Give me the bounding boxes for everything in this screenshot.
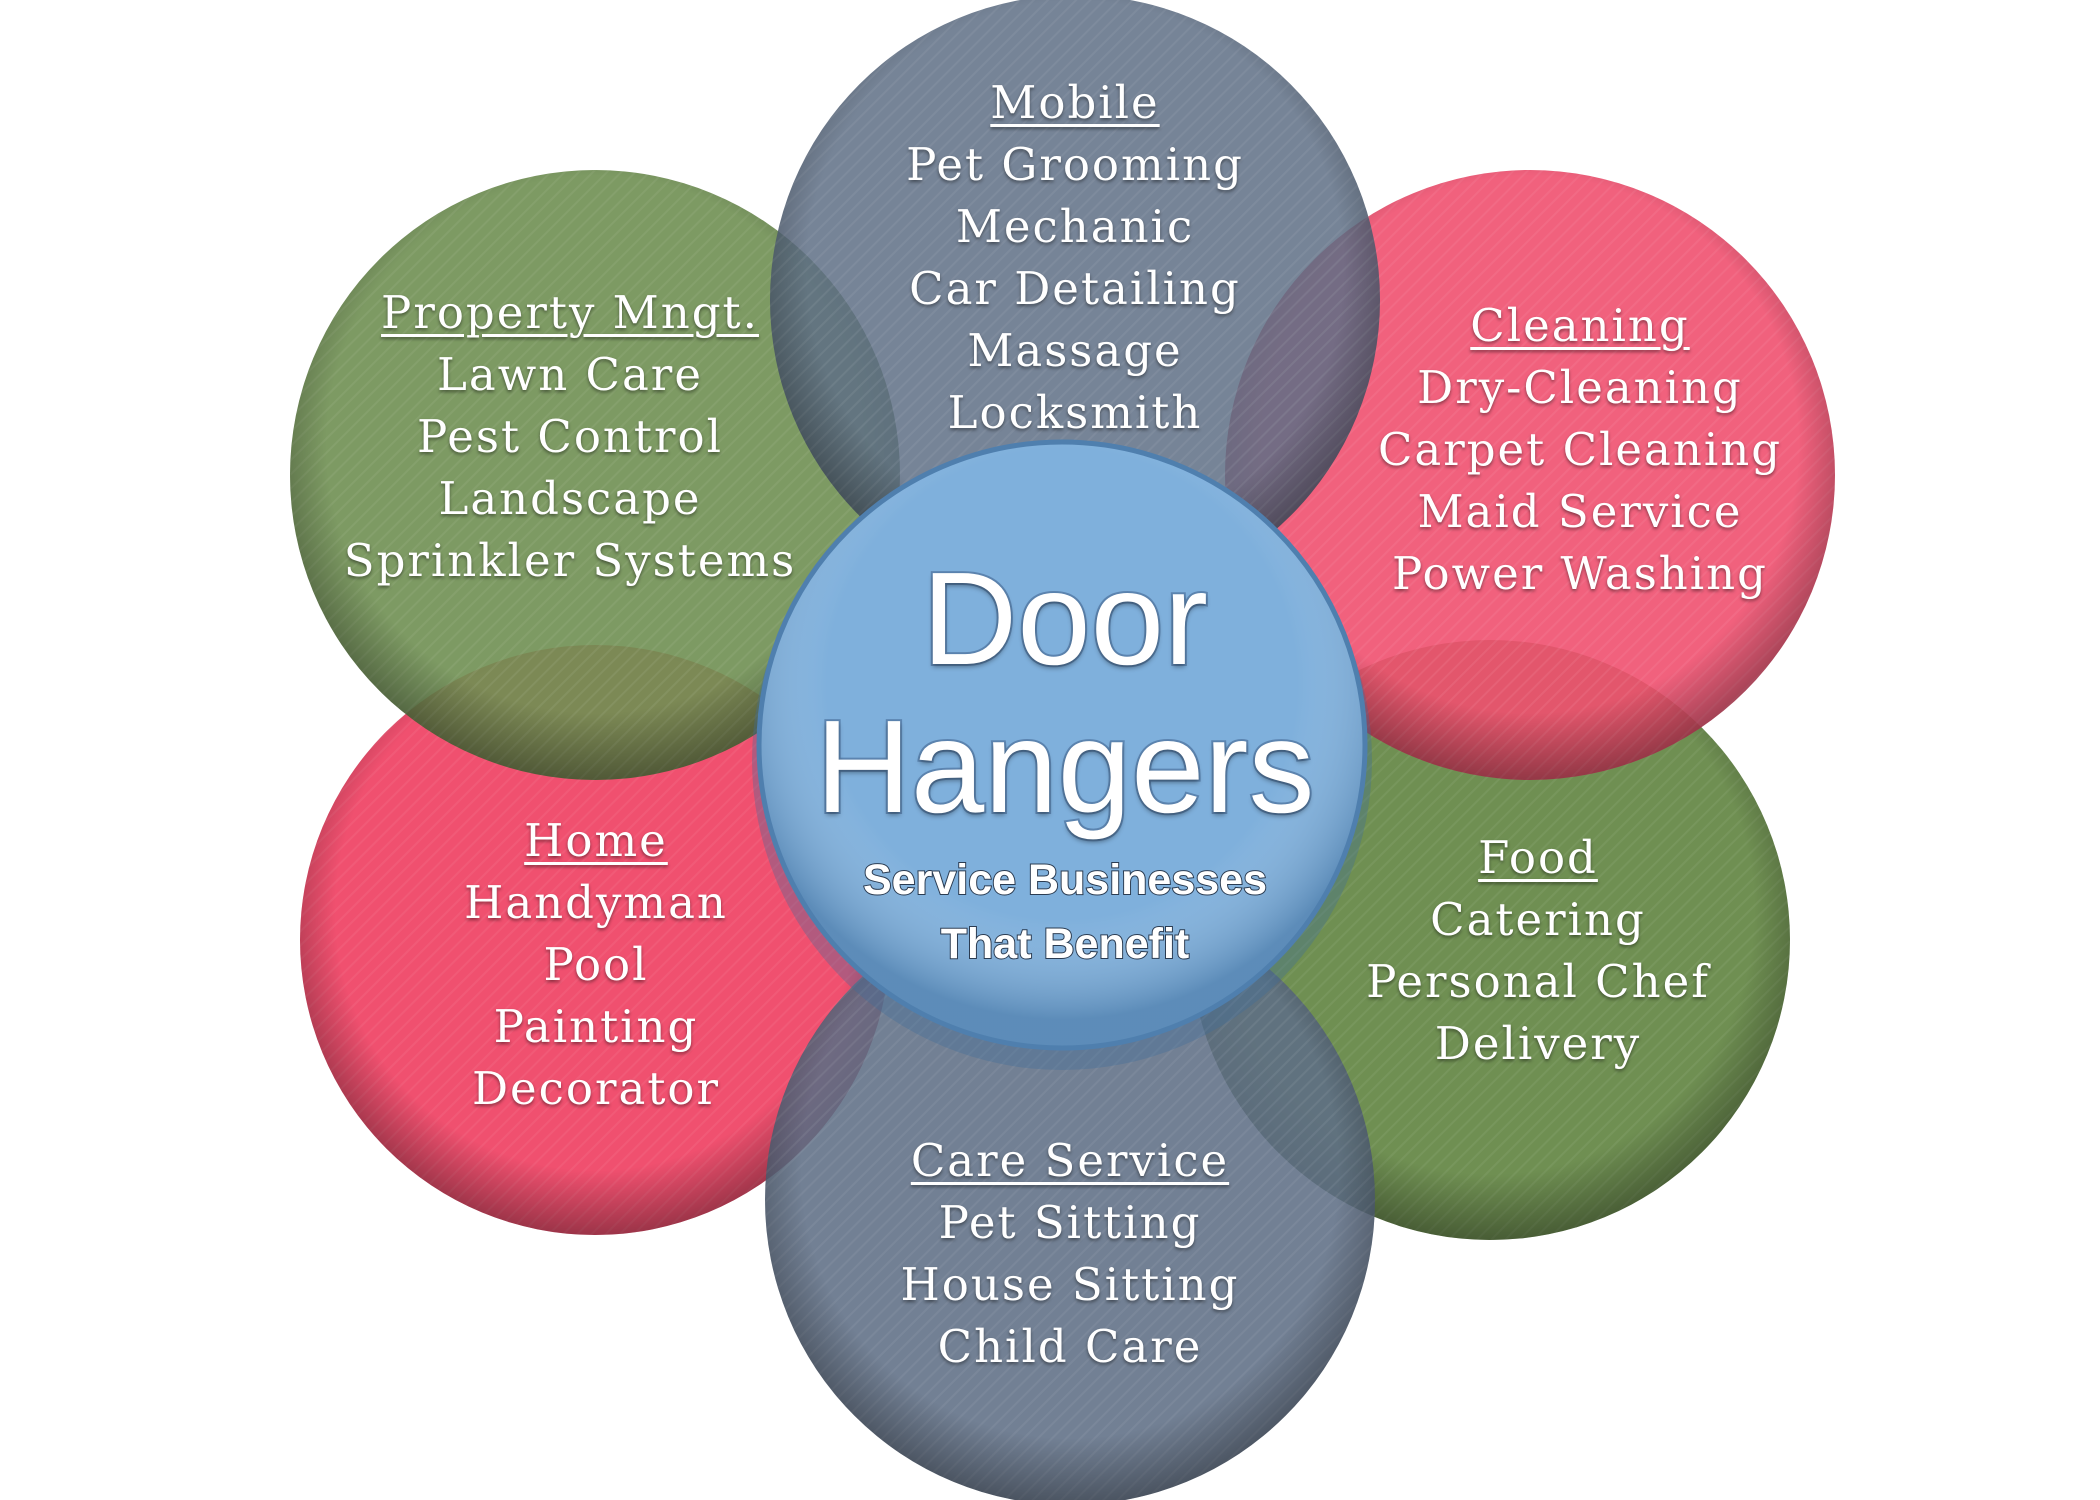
petal-mobile-circle — [770, 0, 1380, 605]
petal-home-circle — [300, 645, 890, 1235]
petal-cleaning-circle — [1225, 170, 1835, 780]
center-circle — [752, 439, 1372, 1070]
petal-property-circle — [290, 170, 900, 780]
petal-care-circle — [765, 895, 1375, 1500]
